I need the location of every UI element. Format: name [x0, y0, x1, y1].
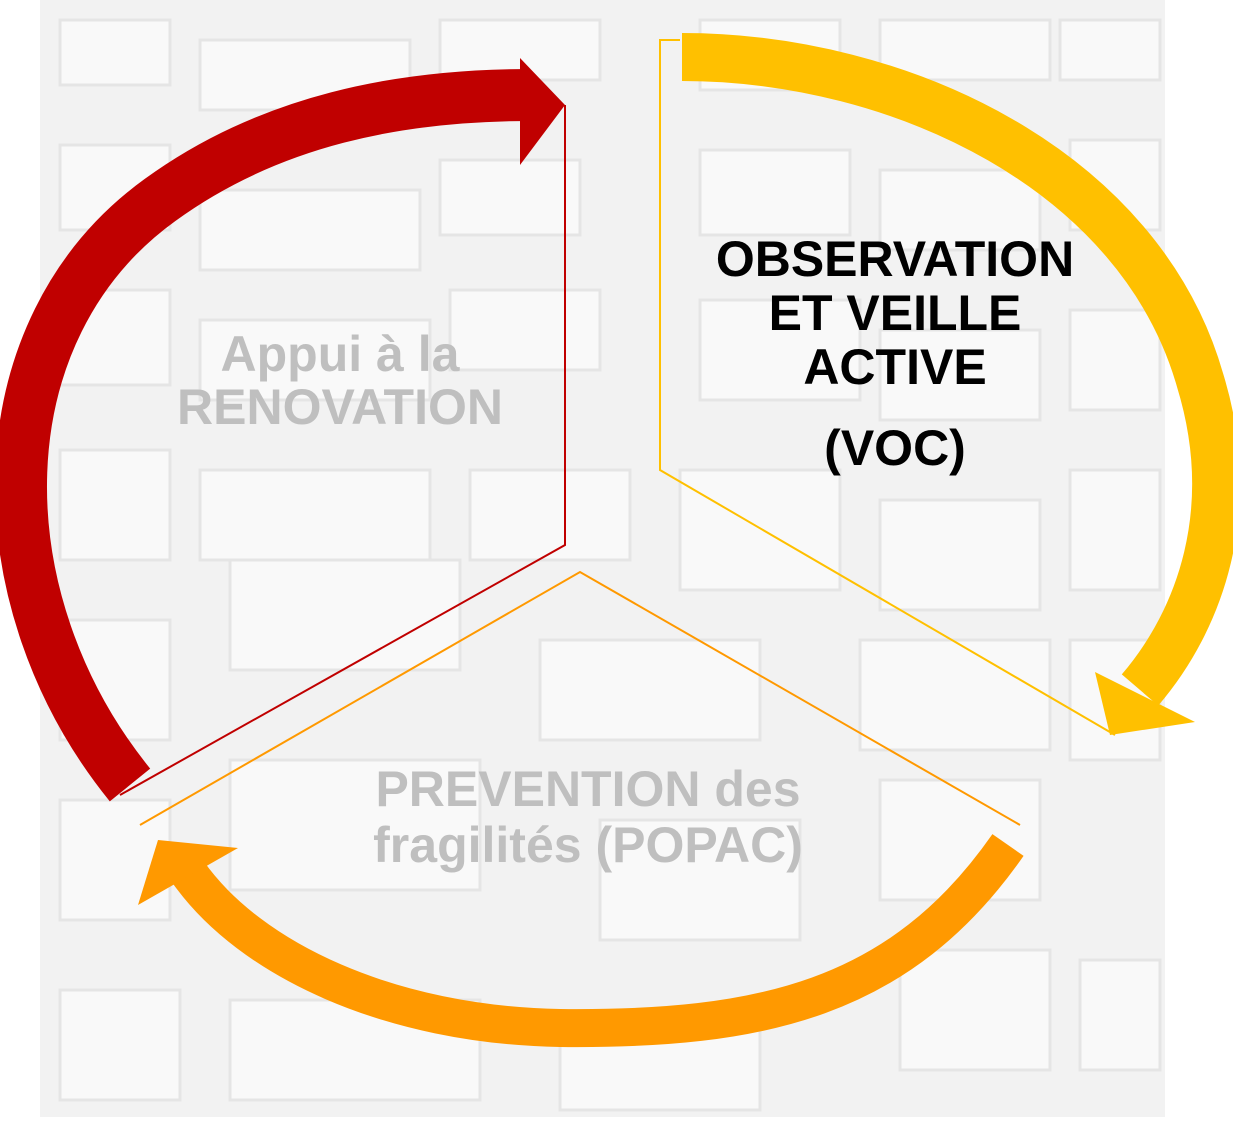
- prevention-label: PREVENTION des fragilités (POPAC): [373, 761, 803, 873]
- observation-label-line-1: OBSERVATION: [716, 231, 1074, 287]
- prevention-label-line-1: PREVENTION des: [375, 761, 800, 817]
- prevention-arrow: [138, 834, 1024, 1048]
- renovation-label-line-2: RENOVATION: [177, 379, 503, 435]
- observation-sector-outline: [659, 39, 1116, 736]
- renovation-arrow: [0, 58, 565, 802]
- sector-dividers: [119, 39, 1116, 826]
- observation-label-line-3: ACTIVE: [803, 339, 986, 395]
- renovation-label: Appui à la RENOVATION: [177, 326, 503, 435]
- renovation-sector-outline: [119, 105, 566, 796]
- renovation-label-line-1: Appui à la: [221, 326, 461, 382]
- observation-arrow: [681, 33, 1233, 735]
- prevention-sector-outline: [139, 570, 1021, 826]
- observation-label: OBSERVATION ET VEILLE ACTIVE (VOC): [716, 231, 1074, 476]
- prevention-label-line-2: fragilités (POPAC): [373, 817, 803, 873]
- observation-acronym: (VOC): [824, 420, 966, 476]
- observation-label-line-2: ET VEILLE: [769, 285, 1022, 341]
